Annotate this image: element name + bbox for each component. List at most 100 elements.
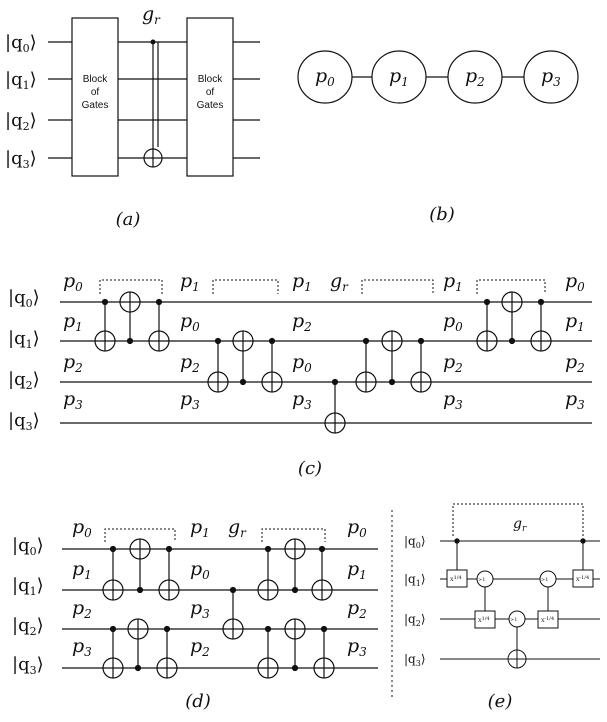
swap-bracket	[476, 279, 546, 294]
perm-label: p3	[63, 388, 83, 412]
ket-q1: |q1⟩	[12, 575, 44, 598]
swap-gate	[355, 330, 432, 393]
swap-bracket	[361, 279, 434, 294]
perm-label: p1	[292, 270, 312, 294]
perm-label: p0	[443, 310, 463, 334]
svg-text:X1/4: X1/4	[478, 616, 490, 624]
ket-q2: |q2⟩	[12, 615, 44, 638]
perm-label: p1	[443, 270, 463, 294]
perm-label: p0	[63, 270, 83, 294]
swap-gate	[207, 330, 283, 393]
perm-label: p3	[72, 635, 92, 659]
panel-d: |q0⟩ |q1⟩ |q2⟩ |q3⟩ p0 p1 p2 p3 p1 p0 p3…	[12, 516, 378, 712]
perm-label: p2	[565, 351, 585, 375]
perm-label: p1	[565, 310, 585, 334]
control-dot	[454, 538, 460, 544]
caption-e: (e)	[488, 691, 513, 712]
ket-q0: |q0⟩	[404, 534, 426, 550]
cnot-gr	[222, 586, 244, 640]
perm-label: p3	[292, 388, 312, 412]
perm-label: p3	[565, 388, 585, 412]
ket-q2: |q2⟩	[5, 110, 37, 133]
perm-label: p1	[180, 270, 200, 294]
ket-q0: |q0⟩	[8, 287, 40, 310]
perm-label: p3	[190, 597, 210, 621]
caption-b: (b)	[429, 204, 455, 225]
swap-bracket	[261, 528, 326, 542]
gate-label-gr: gr	[330, 270, 349, 294]
control-dot	[580, 538, 586, 544]
perm-label: p2	[292, 310, 312, 334]
svg-text:>1: >1	[478, 577, 485, 583]
cnot-gr	[324, 378, 346, 434]
svg-text:>1: >1	[510, 617, 517, 623]
ket-q3: |q3⟩	[8, 410, 40, 433]
swap-bracket	[99, 279, 163, 294]
panel-c: |q0⟩ |q1⟩ |q2⟩ |q3⟩ p0 p1 p2 p3 p1 p0 p2…	[8, 270, 592, 479]
node-p3	[523, 50, 579, 104]
swap-gate	[94, 291, 170, 352]
ket-q3: |q3⟩	[12, 654, 44, 677]
perm-label: p2	[72, 597, 92, 621]
xpow-gate	[474, 610, 496, 629]
svg-text:X-1/4: X-1/4	[541, 616, 554, 624]
perm-label: p1	[72, 558, 92, 582]
perm-label: p0	[190, 558, 210, 582]
perm-label: p3	[443, 388, 463, 412]
swap-bracket	[212, 279, 279, 294]
ket-q1: |q1⟩	[8, 328, 40, 351]
swap-gate	[102, 538, 180, 601]
xpow-gate	[446, 569, 468, 588]
ket-q0: |q0⟩	[12, 535, 44, 558]
caption-d: (d)	[185, 691, 211, 712]
perm-label: p0	[72, 516, 92, 540]
perm-label: p0	[180, 310, 200, 334]
perm-label: p0	[565, 270, 585, 294]
ket-q1: |q1⟩	[404, 572, 426, 588]
perm-label: p3	[347, 635, 367, 659]
gate-label-gr: gr	[142, 3, 161, 27]
panel-e: |q0⟩ |q1⟩ |q2⟩ |q3⟩ gr	[404, 503, 600, 712]
perm-label: p2	[190, 635, 210, 659]
gr-bracket	[452, 503, 584, 536]
xpow-gate	[537, 610, 559, 629]
perm-label: p0	[347, 516, 367, 540]
gate-label-gr: gr	[228, 516, 247, 540]
perm-label: p1	[63, 310, 83, 334]
control-circle	[539, 570, 557, 588]
svg-text:>1: >1	[541, 577, 548, 583]
swap-bracket	[104, 528, 176, 542]
node-p2	[447, 50, 503, 104]
perm-label: p2	[63, 351, 83, 375]
perm-label: p1	[190, 516, 210, 540]
control-circle	[508, 610, 526, 628]
perm-label: p2	[347, 597, 367, 621]
ket-q2: |q2⟩	[8, 369, 40, 392]
control-circle	[476, 570, 494, 588]
block-right	[186, 17, 234, 177]
control-dot	[150, 39, 156, 45]
node-p0	[297, 50, 353, 104]
gate-label-gr: gr	[513, 516, 527, 534]
svg-text:X-1/4: X-1/4	[576, 575, 589, 583]
swap-gate	[257, 538, 333, 601]
caption-a: (a)	[116, 209, 141, 230]
perm-label: p2	[443, 351, 463, 375]
panel-b: p0 p1 p2 p3 (b)	[297, 50, 579, 225]
perm-label: p1	[347, 558, 367, 582]
ket-q1: |q1⟩	[5, 69, 37, 92]
xpow-gate	[572, 569, 594, 588]
swap-gate	[102, 618, 178, 679]
ket-q3: |q3⟩	[404, 652, 426, 668]
ket-q0: |q0⟩	[5, 32, 37, 55]
node-p1	[371, 50, 427, 104]
perm-label: p3	[180, 388, 200, 412]
ket-q2: |q2⟩	[404, 612, 426, 628]
swap-gate	[476, 291, 552, 352]
swap-gate	[257, 618, 335, 679]
